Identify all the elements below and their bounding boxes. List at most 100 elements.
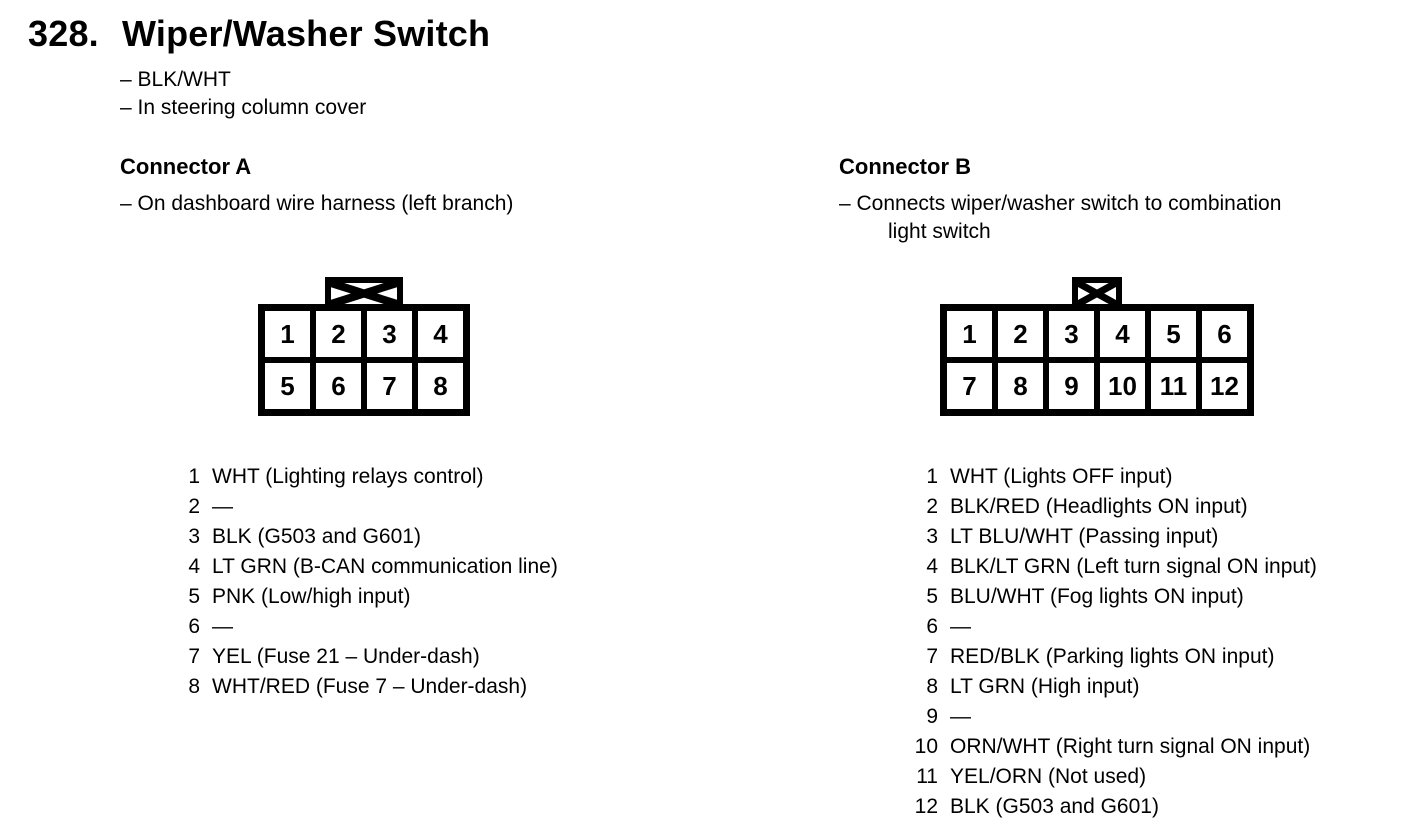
pin-row: 5 PNK (Low/high input) [176, 582, 558, 612]
pin-number: 8 [188, 675, 200, 698]
x-mark-icon [1078, 283, 1116, 304]
pin-number: 5 [926, 585, 938, 608]
connector-a-note-line: – On dashboard wire harness (left branch… [120, 192, 514, 215]
pin-number: 6 [926, 615, 938, 638]
pin-description: WHT (Lighting relays control) [212, 465, 484, 488]
pin-cell: 7 [367, 363, 412, 409]
page-title-row: 328. Wiper/Washer Switch [28, 13, 490, 55]
pin-cell: 9 [1049, 363, 1094, 409]
pin-number: 9 [926, 705, 938, 728]
header-note-line: – In steering column cover [120, 96, 367, 119]
pin-cell: 10 [1100, 363, 1145, 409]
pin-number: 2 [926, 495, 938, 518]
pin-row: 8 WHT/RED (Fuse 7 – Under-dash) [176, 672, 558, 702]
pin-number: 2 [188, 495, 200, 518]
page-title: Wiper/Washer Switch [122, 13, 491, 54]
pin-cell: 2 [316, 311, 361, 357]
pin-row: 9 — [906, 702, 1317, 732]
pin-cell: 2 [998, 311, 1043, 357]
pin-number: 8 [926, 675, 938, 698]
pin-cell: 11 [1151, 363, 1196, 409]
pin-row: 8 LT GRN (High input) [906, 672, 1317, 702]
pin-row: 11 YEL/ORN (Not used) [906, 762, 1317, 792]
pin-description: RED/BLK (Parking lights ON input) [950, 645, 1275, 668]
connector-b-note-line: – Connects wiper/washer switch to combin… [839, 192, 1282, 215]
pin-row: 1 WHT (Lights OFF input) [906, 462, 1317, 492]
pin-row: 10 ORN/WHT (Right turn signal ON input) [906, 732, 1317, 762]
pin-row: 4 BLK/LT GRN (Left turn signal ON input) [906, 552, 1317, 582]
pin-cell: 7 [947, 363, 992, 409]
pin-description: PNK (Low/high input) [212, 585, 411, 608]
pin-row: 4 LT GRN (B-CAN communication line) [176, 552, 558, 582]
pin-description: — [212, 615, 233, 638]
pin-number: 7 [188, 645, 200, 668]
pin-description: — [950, 705, 971, 728]
pin-number: 11 [916, 765, 938, 788]
pin-cell: 3 [1049, 311, 1094, 357]
pin-row: 6 — [176, 612, 558, 642]
section-number: 328. [28, 13, 99, 54]
connector-a-diagram: 1 2 3 4 5 6 7 8 [258, 277, 470, 416]
connector-b-note: – Connects wiper/washer switch to combin… [839, 190, 1281, 246]
pin-number: 4 [188, 555, 200, 578]
pin-grid-row: 5 6 7 8 [265, 363, 463, 409]
pin-number: 3 [188, 525, 200, 548]
connector-a-pin-list: 1 WHT (Lighting relays control) 2 — 3 BL… [176, 462, 558, 702]
pin-cell: 4 [418, 311, 463, 357]
pin-grid-row: 1 2 3 4 5 6 [947, 311, 1247, 357]
pin-description: BLK (G503 and G601) [212, 525, 421, 548]
connector-a-note: – On dashboard wire harness (left branch… [120, 190, 513, 218]
header-note-line: – BLK/WHT [120, 68, 231, 91]
pin-cell: 12 [1202, 363, 1247, 409]
pin-description: LT GRN (High input) [950, 675, 1140, 698]
pin-grid-row: 1 2 3 4 [265, 311, 463, 357]
pin-row: 7 RED/BLK (Parking lights ON input) [906, 642, 1317, 672]
pin-row: 5 BLU/WHT (Fog lights ON input) [906, 582, 1317, 612]
connector-a-pin-grid: 1 2 3 4 5 6 7 8 [258, 304, 470, 416]
pin-description: YEL/ORN (Not used) [950, 765, 1147, 788]
pin-row: 12 BLK (G503 and G601) [906, 792, 1317, 822]
pin-description: — [950, 615, 971, 638]
connector-keying-tab [1072, 277, 1122, 304]
pin-description: BLK (G503 and G601) [950, 795, 1159, 818]
pin-description: WHT (Lights OFF input) [950, 465, 1173, 488]
pin-number: 5 [188, 585, 200, 608]
pin-row: 3 LT BLU/WHT (Passing input) [906, 522, 1317, 552]
pin-description: ORN/WHT (Right turn signal ON input) [950, 735, 1311, 758]
pin-row: 6 — [906, 612, 1317, 642]
connector-a-heading: Connector A [120, 154, 252, 179]
pin-row: 7 YEL (Fuse 21 – Under-dash) [176, 642, 558, 672]
pin-cell: 6 [316, 363, 361, 409]
pin-number: 4 [926, 555, 938, 578]
pin-number: 12 [914, 795, 938, 818]
pin-description: BLK/LT GRN (Left turn signal ON input) [950, 555, 1317, 578]
pin-description: BLK/RED (Headlights ON input) [950, 495, 1248, 518]
connector-b-pin-list: 1 WHT (Lights OFF input) 2 BLK/RED (Head… [906, 462, 1317, 822]
pin-cell: 8 [418, 363, 463, 409]
pin-number: 6 [188, 615, 200, 638]
pin-row: 2 BLK/RED (Headlights ON input) [906, 492, 1317, 522]
pin-number: 3 [926, 525, 938, 548]
pin-cell: 1 [947, 311, 992, 357]
pin-grid-row: 7 8 9 10 11 12 [947, 363, 1247, 409]
connector-keying-tab [325, 277, 403, 304]
pin-description: LT GRN (B-CAN communication line) [212, 555, 558, 578]
pin-description: — [212, 495, 233, 518]
pin-cell: 4 [1100, 311, 1145, 357]
pin-number: 7 [926, 645, 938, 668]
pin-description: BLU/WHT (Fog lights ON input) [950, 585, 1244, 608]
pin-number: 10 [914, 735, 938, 758]
connector-b-pin-grid: 1 2 3 4 5 6 7 8 9 10 11 [940, 304, 1254, 416]
connector-b-heading: Connector B [839, 154, 971, 179]
pin-row: 2 — [176, 492, 558, 522]
pin-description: WHT/RED (Fuse 7 – Under-dash) [212, 675, 528, 698]
pin-row: 3 BLK (G503 and G601) [176, 522, 558, 552]
connector-b-diagram: 1 2 3 4 5 6 7 8 9 10 11 [940, 277, 1254, 416]
pin-cell: 5 [1151, 311, 1196, 357]
pin-cell: 1 [265, 311, 310, 357]
pin-description: YEL (Fuse 21 – Under-dash) [212, 645, 480, 668]
x-mark-icon [331, 283, 397, 304]
pin-cell: 3 [367, 311, 412, 357]
header-notes: – BLK/WHT – In steering column cover [120, 66, 366, 122]
pin-number: 1 [926, 465, 938, 488]
